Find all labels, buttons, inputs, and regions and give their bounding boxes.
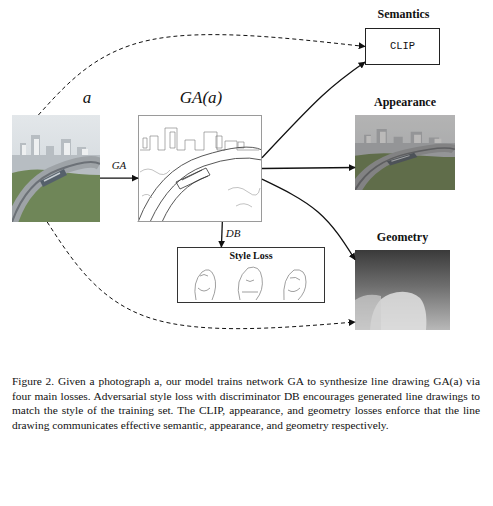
panel-heading: Semantics (346, 7, 461, 22)
flow-arrow (262, 168, 355, 169)
panel-heading: Appearance (345, 95, 465, 110)
flow-arrow (100, 177, 138, 178)
flow-arrow (221, 222, 223, 247)
drawing-paper (138, 115, 262, 222)
depth-side-region (355, 295, 381, 330)
network-label: GA (104, 159, 134, 171)
style-sketch (195, 270, 216, 300)
depth-map (355, 250, 450, 330)
drawing-foliage (140, 169, 260, 207)
drawing-buildings (140, 128, 259, 150)
style-loss-box: Style Loss (177, 247, 325, 303)
panel-heading: Geometry (345, 230, 460, 245)
style-sketch (284, 270, 306, 300)
drawing-viaduct (138, 147, 262, 222)
dashed-arrow (47, 222, 355, 329)
panel-heading: Style Loss (178, 250, 324, 261)
appearance-photo (355, 115, 455, 190)
panel-heading: a (72, 88, 102, 108)
appearance-tint (355, 115, 455, 190)
drawing-train (176, 168, 210, 189)
panel-heading: GA(a) (139, 88, 263, 108)
flow-arrow (262, 62, 365, 158)
network-label: DB (226, 227, 256, 239)
line-drawing (138, 115, 262, 222)
depth-gradient (355, 250, 450, 330)
dashed-arrow (38, 35, 365, 115)
loss-name: CLIP (366, 40, 439, 52)
input-photo (12, 115, 100, 222)
style-examples (195, 267, 306, 300)
loss-box: SemanticsCLIP (365, 28, 440, 65)
figure-caption: Figure 2. Given a photograph a, our mode… (12, 374, 480, 432)
image-panel: Geometry (355, 250, 450, 330)
image-panel: GA(a) (138, 115, 262, 222)
image-panel: Appearance (355, 115, 455, 190)
image-panel: a (12, 115, 100, 222)
flow-arrow (262, 179, 355, 259)
style-sketch (238, 267, 262, 300)
